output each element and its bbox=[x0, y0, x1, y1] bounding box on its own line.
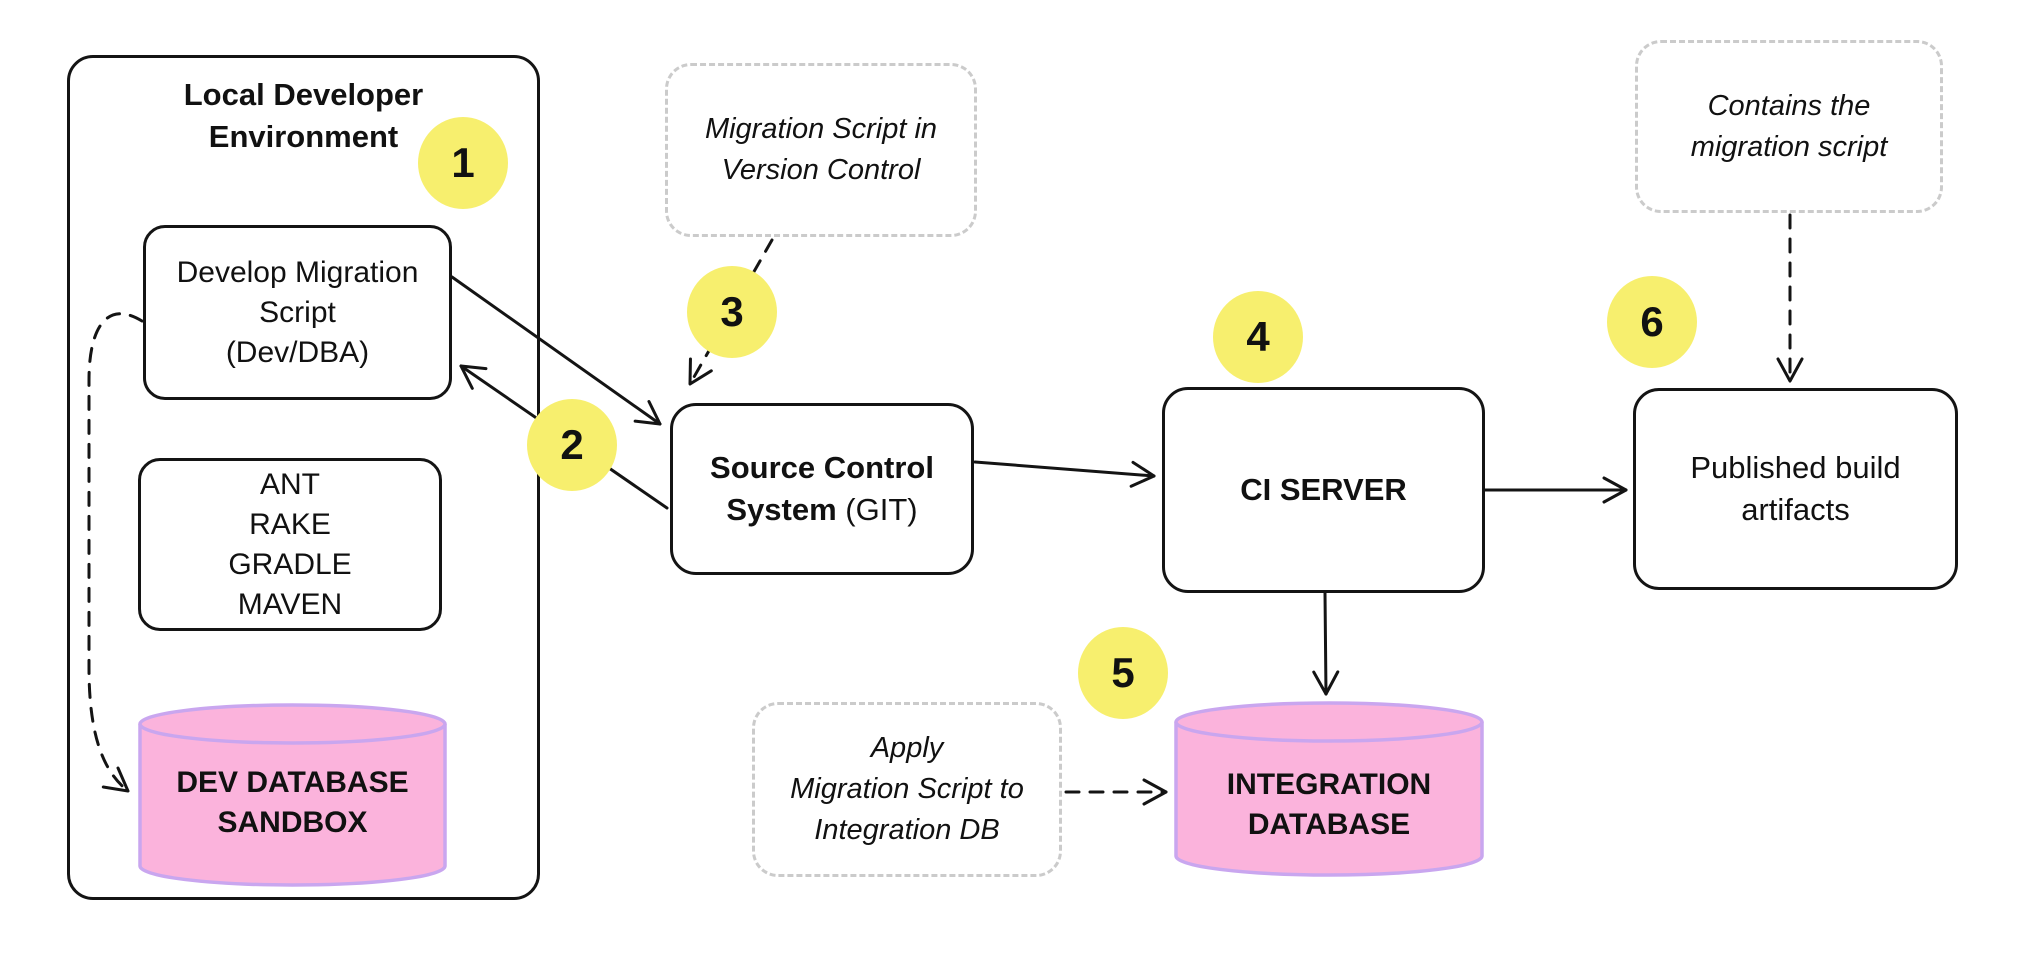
develop-migration-script-box: Develop Migration Script (Dev/DBA) bbox=[143, 225, 452, 400]
source-control-label-git: (GIT) bbox=[836, 492, 918, 527]
version-control-note-line: Migration Script in bbox=[704, 113, 938, 145]
version-control-note-line: Version Control bbox=[721, 154, 921, 186]
apply-script-note-line: Integration DB bbox=[814, 814, 1000, 846]
dev-database-cylinder bbox=[138, 703, 447, 887]
apply-script-note-line: Apply bbox=[870, 732, 944, 764]
step-badge-1: 1 bbox=[418, 117, 508, 209]
contains-script-note-line: Contains the bbox=[1707, 89, 1871, 122]
local-environment-group bbox=[67, 55, 540, 900]
develop-migration-script-label: Develop Migration bbox=[176, 255, 419, 289]
step-badge-4: 4 bbox=[1213, 291, 1303, 383]
integration-database-label: INTEGRATION DATABASE bbox=[1176, 765, 1482, 845]
build-tool-label: GRADLE bbox=[228, 547, 352, 581]
ci-server-box: CI SERVER bbox=[1162, 387, 1485, 593]
dev-database-label-line: DEV DATABASE bbox=[176, 766, 409, 799]
step-badge-1-number: 1 bbox=[451, 139, 475, 186]
version-control-note: Migration Script in Version Control bbox=[665, 63, 977, 237]
local-environment-title-line: Environment bbox=[208, 119, 399, 154]
published-artifacts-label-line: artifacts bbox=[1741, 492, 1850, 527]
arrow-scs-to-ci bbox=[973, 460, 1156, 488]
integration-database-cylinder bbox=[1174, 701, 1484, 877]
arrow-ci-to-integration-db bbox=[1312, 591, 1340, 696]
local-environment-title: Local Developer Environment bbox=[67, 74, 540, 158]
step-badge-3-number: 3 bbox=[720, 288, 744, 335]
build-tool-label: ANT bbox=[260, 467, 320, 501]
develop-migration-script-label: (Dev/DBA) bbox=[225, 335, 370, 369]
apply-script-note: Apply Migration Script to Integration DB bbox=[752, 702, 1062, 877]
dev-database-label: DEV DATABASE SANDBOX bbox=[140, 763, 445, 843]
published-artifacts-label-line: Published build bbox=[1690, 450, 1901, 485]
source-control-label-bold: System bbox=[726, 492, 837, 527]
develop-migration-script-label: Script bbox=[259, 295, 336, 329]
arrow-dev-script-to-sandbox bbox=[87, 312, 144, 793]
step-badge-6: 6 bbox=[1607, 276, 1697, 368]
apply-script-note-line: Migration Script to bbox=[790, 773, 1024, 805]
dev-database-label-line: SANDBOX bbox=[217, 806, 368, 839]
step-badge-2-number: 2 bbox=[560, 421, 584, 468]
build-tool-label: RAKE bbox=[249, 507, 331, 541]
step-badge-5-number: 5 bbox=[1111, 649, 1135, 696]
published-artifacts-box: Published build artifacts bbox=[1633, 388, 1958, 590]
source-control-label-line: Source Control bbox=[710, 450, 934, 485]
step-badge-4-number: 4 bbox=[1246, 313, 1270, 360]
integration-database-label-line: DATABASE bbox=[1247, 808, 1411, 841]
arrow-dev-script-to-scs bbox=[450, 275, 662, 426]
contains-script-note: Contains the migration script bbox=[1635, 40, 1943, 213]
step-badge-5: 5 bbox=[1078, 627, 1168, 719]
step-badge-6-number: 6 bbox=[1640, 298, 1664, 345]
contains-script-note-line: migration script bbox=[1690, 130, 1888, 163]
step-badge-3: 3 bbox=[687, 266, 777, 358]
build-tool-label: MAVEN bbox=[237, 587, 343, 621]
source-control-label-line: System (GIT) bbox=[726, 489, 917, 531]
step-badge-2: 2 bbox=[527, 399, 617, 491]
local-environment-title-line: Local Developer bbox=[183, 77, 424, 112]
integration-database-label-line: INTEGRATION bbox=[1226, 768, 1432, 801]
build-tools-box: ANT RAKE GRADLE MAVEN bbox=[138, 458, 442, 631]
ci-server-label: CI SERVER bbox=[1240, 472, 1407, 507]
source-control-system-box: Source Control System (GIT) bbox=[670, 403, 974, 575]
